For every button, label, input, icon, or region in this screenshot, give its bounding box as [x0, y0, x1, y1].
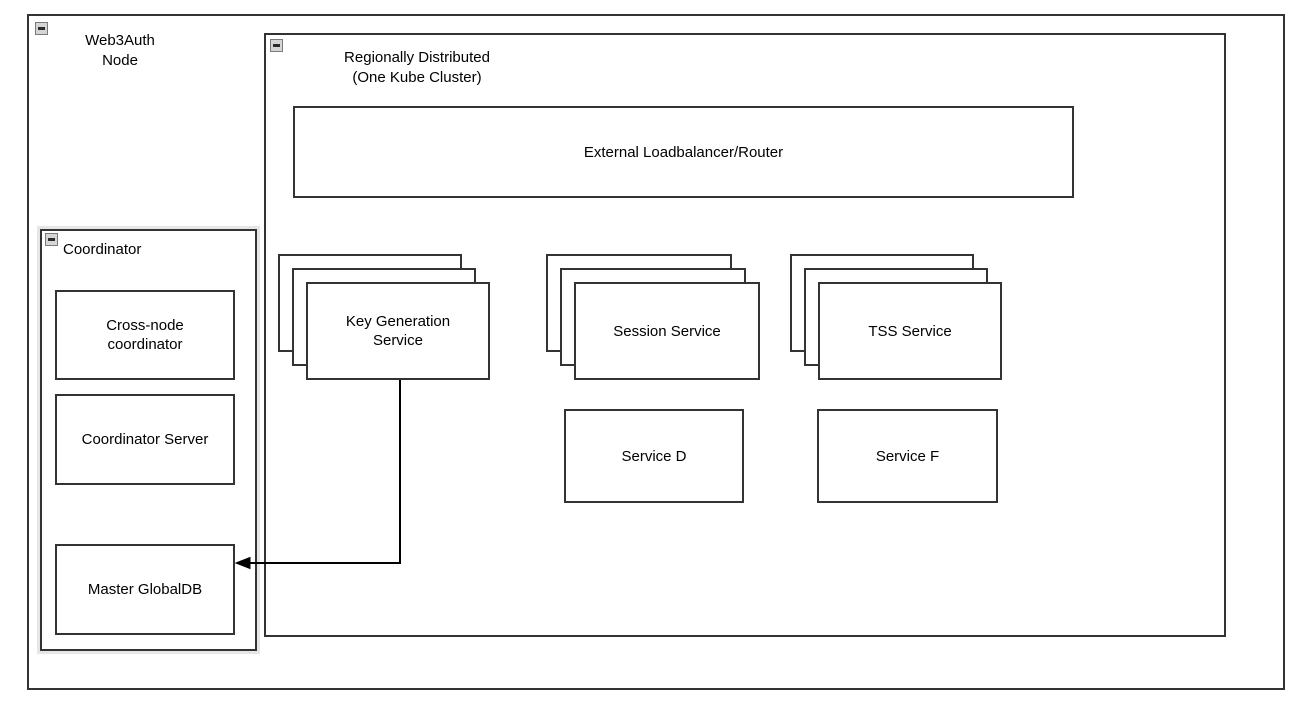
minus-glyph — [48, 238, 55, 241]
collapse-minus-icon[interactable] — [45, 233, 58, 246]
service-d-label: Service D — [621, 447, 687, 465]
external-loadbalancer-box[interactable]: External Loadbalancer/Router — [293, 106, 1074, 198]
coordinator-server-box[interactable]: Coordinator Server — [55, 394, 235, 485]
master-globaldb-label: Master GlobalDB — [87, 581, 203, 598]
key-generation-service-label: Key Generation Service — [345, 313, 451, 349]
service-f-label: Service F — [875, 447, 940, 465]
master-globaldb-box[interactable]: Master GlobalDB — [55, 544, 235, 635]
minus-glyph — [38, 27, 45, 30]
tss-service-box[interactable]: TSS Service — [818, 282, 1002, 380]
session-service-box[interactable]: Session Service — [574, 282, 760, 380]
collapse-minus-icon[interactable] — [270, 39, 283, 52]
service-f-box[interactable]: Service F — [817, 409, 998, 503]
key-generation-service-stack[interactable]: Key Generation Service — [278, 254, 490, 380]
cross-node-coordinator-box[interactable]: Cross-node coordinator — [55, 290, 235, 380]
session-service-stack[interactable]: Session Service — [546, 254, 760, 380]
coordinator-server-label: Coordinator Server — [81, 431, 209, 448]
tss-service-label: TSS Service — [868, 322, 952, 340]
minus-glyph — [273, 44, 280, 47]
session-service-label: Session Service — [613, 322, 721, 340]
service-d-box[interactable]: Service D — [564, 409, 744, 503]
collapse-minus-icon[interactable] — [35, 22, 48, 35]
key-generation-service-box[interactable]: Key Generation Service — [306, 282, 490, 380]
external-loadbalancer-label: External Loadbalancer/Router — [583, 143, 784, 161]
tss-service-stack[interactable]: TSS Service — [790, 254, 1002, 380]
cross-node-coordinator-label: Cross-node coordinator — [106, 317, 184, 353]
